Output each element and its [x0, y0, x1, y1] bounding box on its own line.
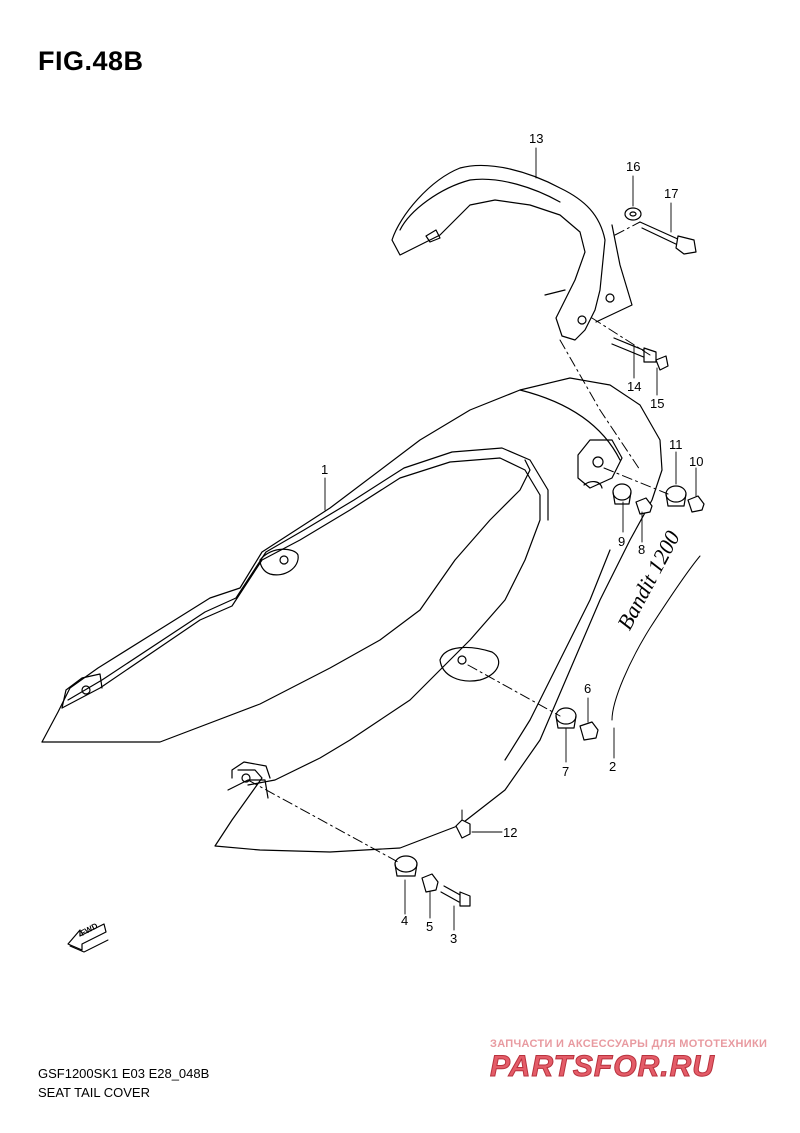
seat-tail-cover-part — [41, 377, 663, 853]
callout-13: 13 — [529, 131, 544, 146]
logo-emblem-part — [611, 555, 701, 721]
callout-16: 16 — [626, 159, 641, 174]
callout-3: 3 — [450, 931, 458, 946]
forward-arrow-icon — [67, 923, 109, 953]
callout-2: 2 — [609, 759, 617, 774]
callout-14: 14 — [627, 379, 642, 394]
callout-12: 12 — [503, 825, 518, 840]
callout-17: 17 — [664, 186, 679, 201]
callout-9: 9 — [618, 534, 626, 549]
callout-8: 8 — [638, 542, 646, 557]
model-code: GSF1200SK1 E03 E28_048B — [38, 1066, 210, 1081]
callout-6: 6 — [584, 681, 592, 696]
callout-7: 7 — [562, 764, 570, 779]
callout-1: 1 — [321, 462, 329, 477]
callout-15: 15 — [650, 396, 665, 411]
figure-title: FIG.48B — [38, 46, 144, 76]
diagram-caption: SEAT TAIL COVER — [38, 1085, 150, 1100]
callout-5: 5 — [426, 919, 434, 934]
callout-11: 11 — [669, 437, 683, 452]
grab-rail-part — [391, 164, 633, 341]
watermark-tagline: ЗАПЧАСТИ И АКСЕССУАРЫ ДЛЯ МОТОТЕХНИКИ — [490, 1038, 768, 1050]
assembly-lines — [247, 221, 669, 863]
callout-4: 4 — [401, 913, 409, 928]
callout-10: 10 — [689, 454, 704, 469]
leader-lines — [324, 147, 697, 931]
watermark-site: PARTSFOR.RU — [490, 1050, 715, 1084]
